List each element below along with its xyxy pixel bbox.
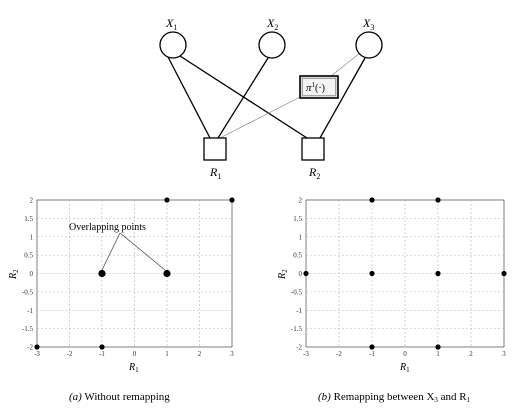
data-point [164, 197, 170, 203]
variable-node-x2 [258, 31, 286, 59]
y-tick-label: 0.5 [293, 252, 302, 260]
factor-graph: X1 X2 X3 R1 R2 π1(·) [159, 16, 383, 181]
data-point [435, 344, 441, 350]
data-point [369, 197, 375, 203]
data-point [501, 270, 507, 277]
y-tick-label: 0.5 [24, 252, 33, 260]
data-point [229, 197, 235, 203]
y-tick-label: 1 [299, 233, 303, 241]
x-tick-label: 0 [403, 350, 407, 358]
annotation-arrow-left [101, 232, 121, 271]
x-tick-label: -3 [303, 350, 309, 358]
caption-a: (a) Without remapping [69, 391, 170, 403]
variable-label-x1: X1 [165, 16, 177, 32]
plot-a-xlabel: R1 [128, 362, 139, 374]
y-tick-label: -2 [27, 344, 33, 352]
variable-node-x3 [355, 31, 383, 59]
plot-b-xlabel: R1 [399, 362, 410, 374]
x-tick-label: -1 [99, 350, 105, 358]
edge-mapping-r1 [219, 95, 303, 139]
y-tick-label: -1.5 [291, 325, 303, 333]
y-tick-label: 2 [30, 197, 34, 205]
x-tick-label: -1 [369, 350, 375, 358]
mapping-box-label: π1(·) [306, 81, 325, 94]
x-tick-label: 2 [469, 350, 473, 358]
y-tick-label: 0 [30, 270, 34, 278]
y-tick-label: -2 [296, 344, 302, 352]
receiver-label-r2: R2 [308, 165, 320, 181]
y-tick-label: 1 [30, 233, 34, 241]
data-point [369, 344, 375, 350]
y-tick-label: -1.5 [22, 325, 34, 333]
data-point [369, 270, 375, 277]
variable-node-x1 [159, 31, 187, 59]
edge-x1-r1 [167, 56, 211, 139]
x-tick-label: 1 [165, 350, 169, 358]
plot-b-grid [306, 200, 504, 347]
data-point [98, 269, 106, 278]
x-tick-label: -3 [34, 350, 40, 358]
overlap-annotation: Overlapping points [69, 222, 146, 233]
variable-label-x3: X3 [362, 16, 374, 32]
x-tick-label: -2 [336, 350, 342, 358]
plot-a-points [34, 197, 235, 350]
x-tick-label: 2 [198, 350, 202, 358]
receiver-label-r1: R1 [209, 165, 221, 181]
plot-b-points [303, 197, 507, 350]
x-tick-label: 3 [230, 350, 234, 358]
plot-a-ylabel: R2 [8, 269, 20, 280]
y-tick-label: 2 [299, 197, 303, 205]
receiver-node-r2 [301, 137, 325, 161]
y-tick-label: 1.5 [24, 215, 33, 223]
data-point [34, 344, 40, 350]
receiver-node-r1 [203, 137, 227, 161]
data-point [99, 344, 105, 350]
y-tick-label: -1 [296, 307, 302, 315]
data-point [435, 197, 441, 203]
variable-label-x2: X2 [266, 16, 278, 32]
x-tick-label: 1 [436, 350, 440, 358]
y-tick-label: -1 [27, 307, 33, 315]
x-tick-label: 3 [502, 350, 506, 358]
y-tick-label: 0 [299, 270, 303, 278]
data-point [435, 270, 441, 277]
edge-x2-r1 [217, 57, 269, 139]
data-point [303, 270, 309, 277]
edge-x3-r2 [319, 57, 366, 139]
x-tick-label: -2 [67, 350, 73, 358]
y-tick-label: -0.5 [22, 288, 34, 296]
y-tick-label: 1.5 [293, 215, 302, 223]
caption-b: (b) Remapping between X3 and R1 [318, 391, 471, 404]
annotation-arrow-right [119, 232, 166, 271]
x-tick-label: 0 [133, 350, 137, 358]
data-point [163, 269, 171, 278]
y-tick-label: -0.5 [291, 288, 303, 296]
mapping-box: π1(·) [299, 75, 339, 99]
plot-b-ylabel: R2 [277, 269, 289, 280]
